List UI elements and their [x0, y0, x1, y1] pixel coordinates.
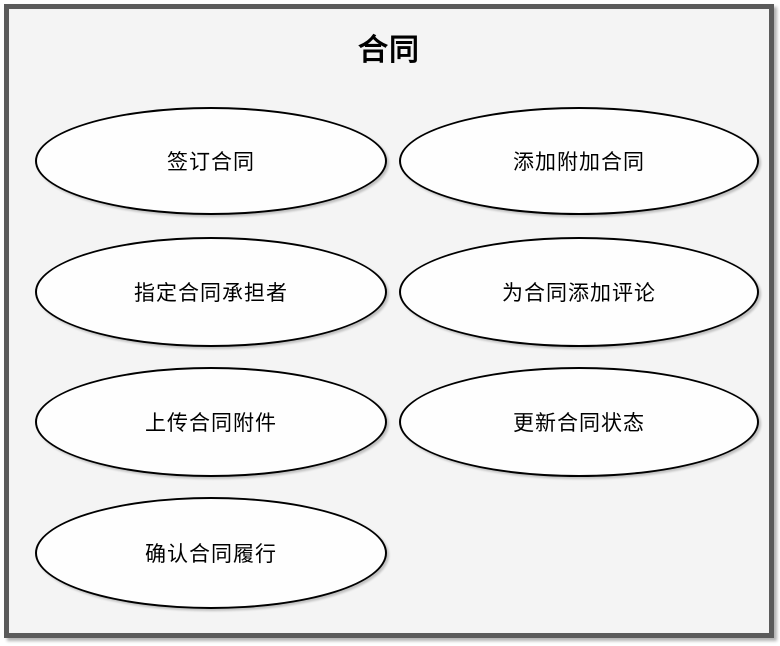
usecase-update-contract-status: 更新合同状态 [399, 367, 759, 477]
usecase-assign-contract-undertaker-label: 指定合同承担者 [134, 282, 288, 305]
usecase-add-additional-contract: 添加附加合同 [399, 107, 759, 215]
usecase-assign-contract-undertaker: 指定合同承担者 [35, 237, 387, 347]
diagram-title: 合同 [358, 34, 420, 67]
usecase-add-contract-comment-label: 为合同添加评论 [502, 282, 656, 305]
usecase-sign-contract: 签订合同 [35, 107, 387, 215]
usecase-add-additional-contract-label: 添加附加合同 [513, 151, 645, 174]
usecase-add-contract-comment: 为合同添加评论 [399, 237, 759, 347]
usecase-confirm-contract-fulfillment: 确认合同履行 [35, 497, 387, 609]
usecase-sign-contract-label: 签订合同 [167, 151, 255, 174]
contract-package-frame: 合同 签订合同 添加附加合同 指定合同承担者 为合同添加评论 上传合同附件 更新… [4, 4, 774, 638]
usecase-update-contract-status-label: 更新合同状态 [513, 412, 645, 435]
usecase-confirm-contract-fulfillment-label: 确认合同履行 [145, 543, 277, 566]
usecase-upload-contract-attachment: 上传合同附件 [35, 367, 387, 477]
usecase-upload-contract-attachment-label: 上传合同附件 [145, 412, 277, 435]
